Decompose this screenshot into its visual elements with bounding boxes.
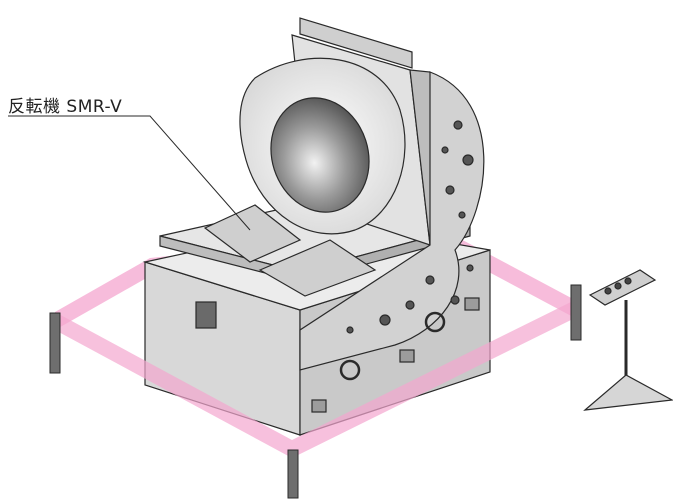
eye-bolts xyxy=(311,297,480,413)
machine-callout-label: 反転機 SMR-V xyxy=(8,97,123,117)
beam-front-left xyxy=(55,312,292,458)
leader-line xyxy=(8,115,251,231)
pendant-control-stand xyxy=(583,269,673,411)
v-block-right xyxy=(258,239,377,297)
pole-front xyxy=(287,449,299,499)
pole-right xyxy=(570,284,582,341)
pole-left xyxy=(49,312,61,374)
stand-base xyxy=(583,374,673,411)
v-block-left xyxy=(203,204,302,263)
callout-leader xyxy=(8,115,251,231)
disk-plate xyxy=(299,71,485,371)
coil-center-hole xyxy=(270,97,370,213)
steel-coil xyxy=(239,57,406,235)
frame-top-rail xyxy=(299,17,413,69)
pendant-body xyxy=(588,269,657,306)
side-handle xyxy=(195,301,217,329)
rotary-disk xyxy=(299,71,485,371)
beam-front-right xyxy=(292,300,575,458)
light-curtain-poles xyxy=(49,284,582,499)
beam-left-back xyxy=(55,258,150,330)
light-curtain-beams-front xyxy=(55,300,575,458)
